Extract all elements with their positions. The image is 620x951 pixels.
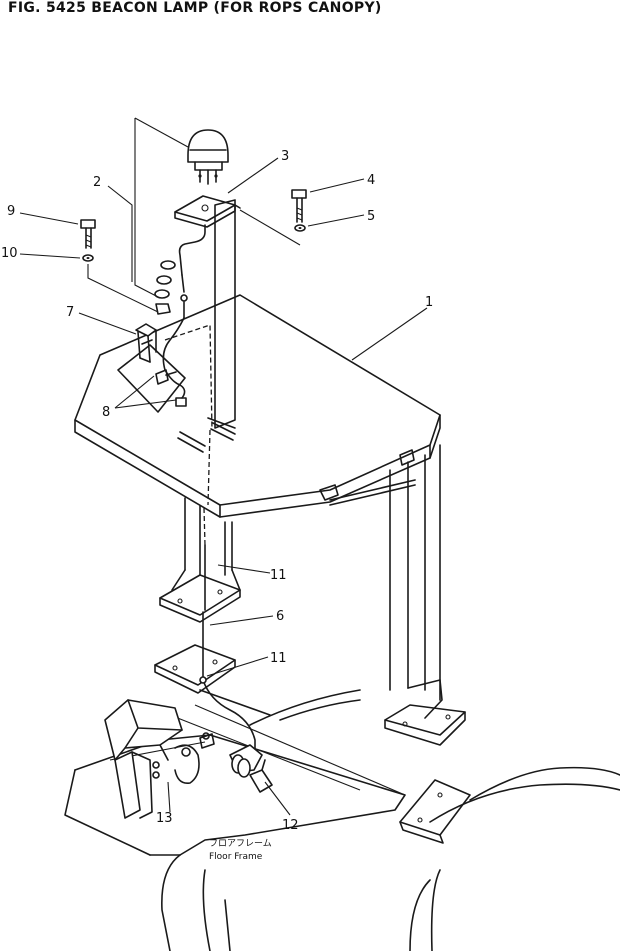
callout-11-upper: 11 <box>270 568 287 583</box>
callout-10: 10 <box>1 246 18 261</box>
callout-8: 8 <box>102 405 110 420</box>
switch-box-13 <box>104 699 215 819</box>
lamp-bracket <box>174 195 241 429</box>
nut-washer-stack <box>154 260 176 315</box>
callout-5: 5 <box>367 209 375 224</box>
wire-harness-6 <box>199 544 256 753</box>
callout-labels: 1 2 3 4 5 6 7 8 9 10 11 11 12 13 <box>1 149 433 833</box>
bolt-9 <box>80 219 96 249</box>
callout-11-lower: 11 <box>270 651 287 666</box>
callout-12: 12 <box>282 818 299 833</box>
floor-frame-label-english: Floor Frame <box>209 852 263 862</box>
beacon-lamp <box>187 129 229 185</box>
callout-3: 3 <box>281 149 289 164</box>
callout-4: 4 <box>367 173 375 188</box>
canopy-post-left <box>154 497 241 694</box>
floor-mount-plate-right <box>399 779 471 844</box>
washer-5 <box>294 224 306 232</box>
figure-title: FIG. 5425 BEACON LAMP (FOR ROPS CANOPY) <box>8 0 382 16</box>
bolt-4 <box>291 189 307 223</box>
leader-lines <box>19 117 428 816</box>
canopy-post-right <box>384 444 466 746</box>
hidden-wire-route <box>164 324 213 546</box>
callout-6: 6 <box>276 609 284 624</box>
relay-12 <box>229 744 273 793</box>
callout-13: 13 <box>156 811 173 826</box>
callout-7: 7 <box>66 305 74 320</box>
washer-10 <box>82 254 94 262</box>
floor-frame-label: フロアフレーム Floor Frame <box>209 838 272 862</box>
callout-2: 2 <box>93 175 101 190</box>
callout-9: 9 <box>7 204 15 219</box>
floor-frame-label-japanese: フロアフレーム <box>209 838 272 849</box>
switch-7 <box>135 323 157 363</box>
connector-8 <box>155 369 177 385</box>
callout-1: 1 <box>425 295 433 310</box>
